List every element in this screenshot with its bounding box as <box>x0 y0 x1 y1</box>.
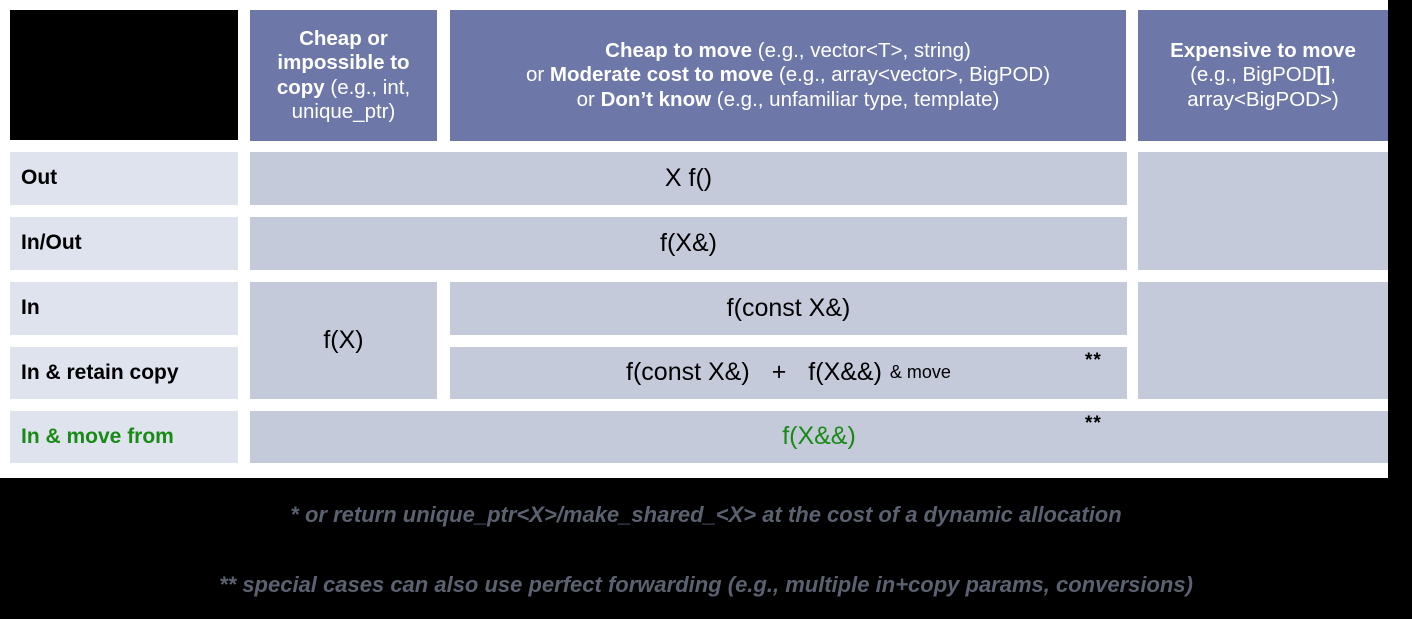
cell-retain-move-note: & move <box>889 362 951 383</box>
column-header-text: Cheap to move (e.g., vector<T>, string) … <box>525 39 1051 111</box>
column-header-cheap-to-move: Cheap to move (e.g., vector<T>, string) … <box>450 10 1126 141</box>
cell-expensive-in-blank <box>1138 282 1388 399</box>
row-label-out: Out <box>10 152 238 205</box>
cell-retain-plus: + <box>771 358 787 387</box>
row-label-in-move-from: In & move from <box>10 411 238 463</box>
cell-retain-signature-b: f(X&&) <box>808 358 882 387</box>
row-label-in: In <box>10 282 238 335</box>
cell-expensive-out-inout-blank <box>1138 152 1388 270</box>
cell-in-out-main: f(X&) <box>250 217 1127 270</box>
column-header-text: Expensive to move(e.g., BigPOD[],array<B… <box>1170 39 1356 111</box>
footnote-marker-retain: ** <box>1085 350 1102 371</box>
row-label-in-retain-copy: In & retain copy <box>10 347 238 399</box>
cell-out-main: X f() <box>250 152 1127 205</box>
cell-in-move-from-main: f(X&&) <box>250 411 1388 463</box>
cell-retain-signature-a: f(const X&) <box>626 358 750 387</box>
footnote-marker-move: ** <box>1085 413 1102 434</box>
row-label-in-out: In/Out <box>10 217 238 270</box>
footnote-single-star: * or return unique_ptr<X>/make_shared_<X… <box>290 502 1122 527</box>
right-black-strip <box>1388 0 1400 478</box>
cell-in-retain-copy-main: f(const X&) + f(X&&) & move <box>450 347 1127 399</box>
column-header-expensive-to-move: Expensive to move(e.g., BigPOD[],array<B… <box>1138 10 1388 141</box>
footnote-double-star: ** special cases can also use perfect fo… <box>219 572 1193 597</box>
cell-in-main: f(const X&) <box>450 282 1127 335</box>
table-corner-cell <box>10 10 238 140</box>
cell-in-cheap-copy-fx: f(X) <box>250 282 437 399</box>
